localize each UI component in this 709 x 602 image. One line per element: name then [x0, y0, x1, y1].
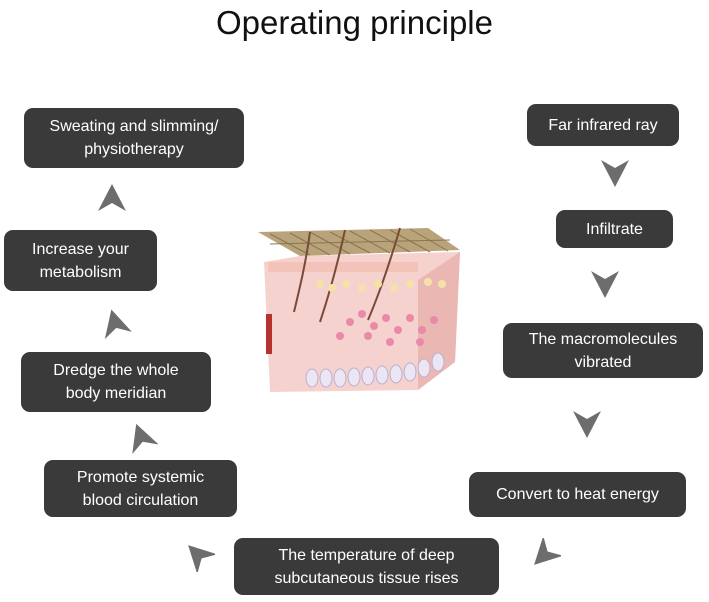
- step-dredge-meridian: Dredge the whole body meridian: [21, 352, 211, 412]
- step-promote-circulation: Promote systemic blood circulation: [44, 460, 237, 517]
- arrow-up-left-icon: [181, 538, 215, 572]
- arrow-down-icon: [588, 267, 622, 301]
- step-far-infrared-ray: Far infrared ray: [527, 104, 679, 146]
- arrow-down-left-icon: [527, 538, 561, 572]
- step-sweating-slimming: Sweating and slimming/ physiotherapy: [24, 108, 244, 168]
- arrow-down-icon: [570, 407, 604, 441]
- step-convert-to-heat-energy: Convert to heat energy: [469, 472, 686, 517]
- page-title: Operating principle: [216, 4, 493, 41]
- arrow-up-icon: [95, 181, 129, 215]
- step-macromolecules-vibrated: The macromolecules vibrated: [503, 323, 703, 378]
- arrow-down-icon: [598, 156, 632, 190]
- arrow-up-icon: [98, 306, 132, 340]
- arrow-up-left-icon: [124, 420, 158, 454]
- skin-cross-section-illustration: [250, 222, 465, 404]
- step-infiltrate: Infiltrate: [556, 210, 673, 248]
- step-temperature-rises: The temperature of deep subcutaneous tis…: [234, 538, 499, 595]
- step-increase-metabolism: Increase your metabolism: [4, 230, 157, 291]
